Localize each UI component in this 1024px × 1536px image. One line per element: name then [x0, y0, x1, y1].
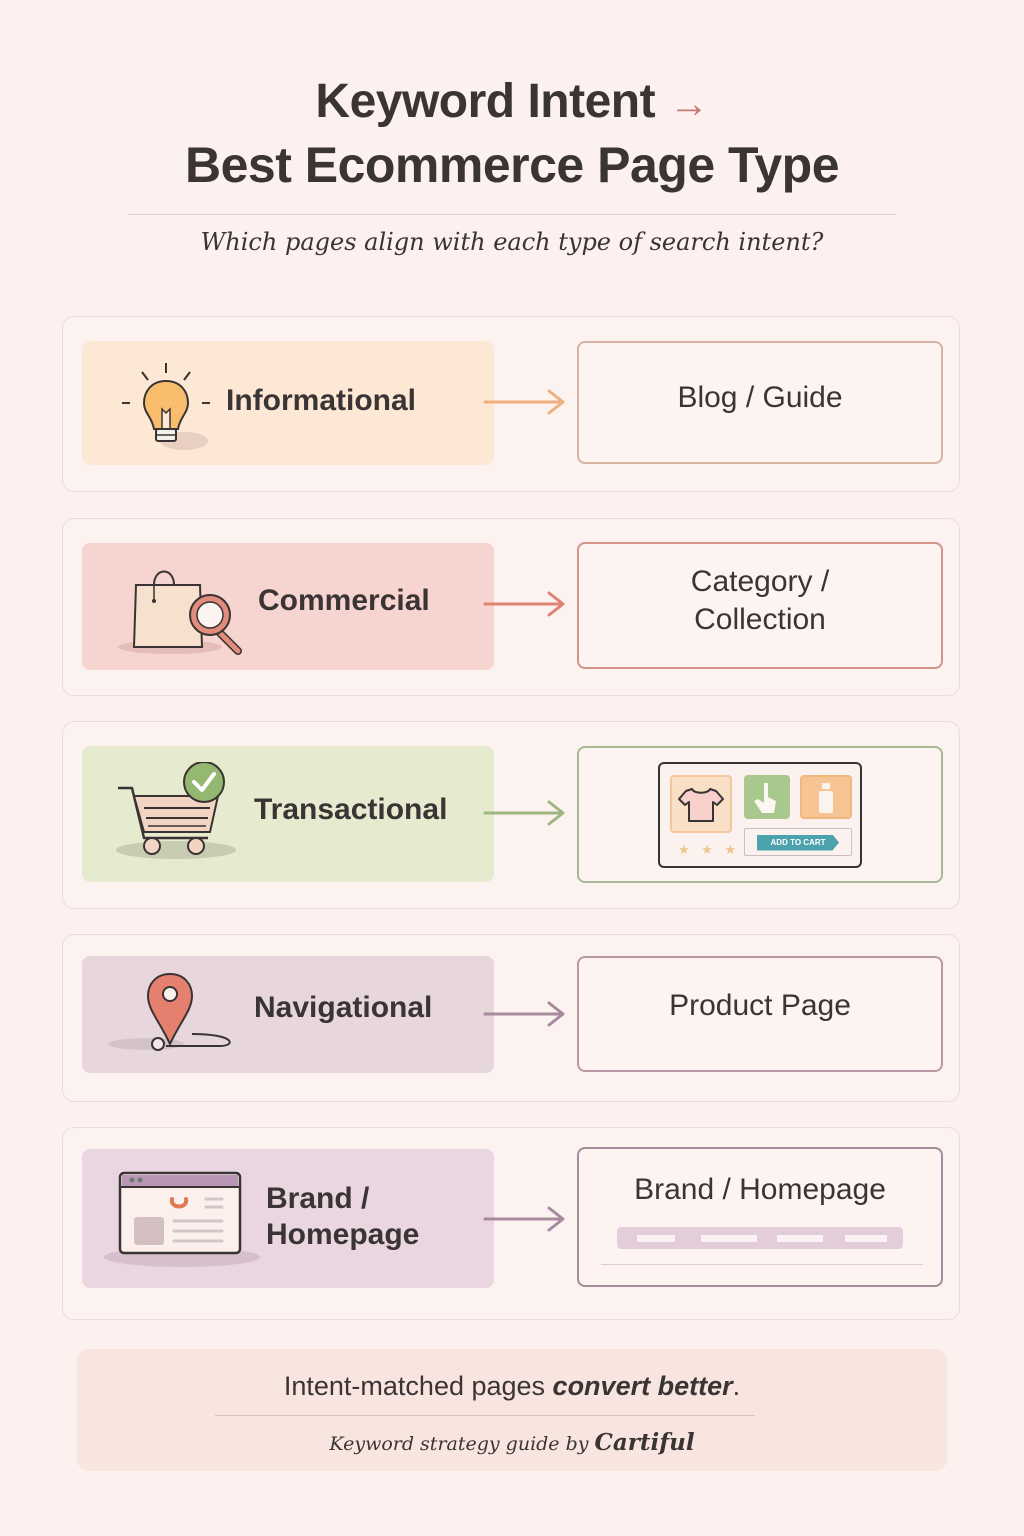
intent-row-transactional: Transactional ★ ★ ★	[62, 721, 960, 909]
tagline-emphasis: convert better	[552, 1371, 733, 1401]
footer-tagline: Intent-matched pages convert better.	[77, 1371, 947, 1402]
shopping-cart-check-icon	[116, 762, 236, 859]
product-tile-bottle	[800, 774, 852, 819]
page-type-label-line1: Category /	[690, 564, 830, 598]
page-subtitle: Which pages align with each type of sear…	[200, 228, 824, 256]
brand-name: Cartiful	[594, 1429, 695, 1456]
lightbulb-icon	[122, 363, 210, 450]
arrow-right-icon: →	[669, 82, 709, 126]
tagline-text: Intent-matched pages	[283, 1371, 553, 1401]
arrow-right-icon	[483, 1206, 565, 1232]
nav-item-placeholder	[701, 1235, 757, 1242]
credit-text: Keyword strategy guide by	[329, 1433, 595, 1455]
intent-row-brand-homepage: Brand / Homepage Brand / Homepage	[62, 1127, 960, 1320]
arrow-right-icon	[483, 389, 565, 415]
nav-bar-illustration	[617, 1227, 903, 1249]
nav-item-placeholder	[777, 1235, 823, 1242]
intent-row-commercial: Commercial Category / Collection	[62, 518, 960, 696]
intent-label: Navigational	[254, 991, 433, 1024]
map-pin-icon	[108, 972, 231, 1051]
intent-label: Transactional	[254, 793, 448, 826]
bottle-icon	[819, 782, 833, 813]
page-type-label: Product Page	[669, 989, 851, 1022]
page-type-card-product-illustration: ★ ★ ★ ADD TO CART	[577, 746, 943, 883]
add-to-cart-panel: ADD TO CART	[744, 827, 852, 856]
title-text: Keyword Intent	[315, 75, 656, 128]
page-type-label: Brand / Homepage	[634, 1173, 886, 1206]
product-tile-green	[744, 774, 790, 819]
page-type-card-category-collection: Category / Collection	[577, 542, 943, 669]
intent-card-navigational: Navigational	[82, 956, 494, 1073]
page-type-label: Blog / Guide	[677, 380, 843, 414]
intent-label-line2: Homepage	[266, 1218, 420, 1251]
nav-item-placeholder	[637, 1235, 675, 1242]
page-type-card-product-page: Product Page	[577, 956, 943, 1072]
intent-card-informational: Informational	[82, 341, 494, 465]
arrow-right-icon	[483, 1001, 565, 1027]
intent-card-transactional: Transactional	[82, 746, 494, 882]
page-title-line2: Best Ecommerce Page Type	[184, 137, 840, 193]
add-to-cart-button: ADD TO CART	[757, 834, 839, 851]
intent-card-brand-homepage: Brand / Homepage	[82, 1149, 494, 1288]
intent-label-line1: Brand /	[266, 1182, 370, 1215]
shopping-bag-magnifier-icon	[118, 570, 242, 655]
intent-row-informational: Informational Blog / Guide	[62, 316, 960, 492]
product-tile-shirt	[670, 774, 732, 833]
browser-window-icon	[104, 1171, 260, 1267]
nav-item-placeholder	[845, 1235, 887, 1242]
intent-card-commercial: Commercial	[82, 543, 494, 670]
footer-divider	[215, 1415, 755, 1416]
hand-pointer-icon	[754, 782, 776, 813]
header-divider	[128, 214, 896, 215]
t-shirt-icon	[678, 787, 724, 822]
page-type-card-blog-guide: Blog / Guide	[577, 341, 943, 464]
arrow-right-icon	[483, 591, 565, 617]
arrow-right-icon	[483, 800, 565, 826]
intent-label: Commercial	[258, 584, 430, 617]
page-type-card-brand-homepage: Brand / Homepage	[577, 1147, 943, 1287]
footer-credit: Keyword strategy guide by Cartiful	[77, 1429, 947, 1456]
content-divider	[601, 1264, 923, 1265]
rating-stars: ★ ★ ★	[678, 841, 741, 857]
page-title-line1: Keyword Intent →	[0, 74, 1024, 129]
footer-banner: Intent-matched pages convert better. Key…	[77, 1349, 947, 1471]
tagline-period: .	[732, 1371, 741, 1401]
intent-row-navigational: Navigational Product Page	[62, 934, 960, 1102]
product-page-mockup: ★ ★ ★ ADD TO CART	[658, 761, 862, 868]
intent-label: Informational	[226, 384, 417, 417]
page-type-label-line2: Collection	[694, 602, 826, 636]
